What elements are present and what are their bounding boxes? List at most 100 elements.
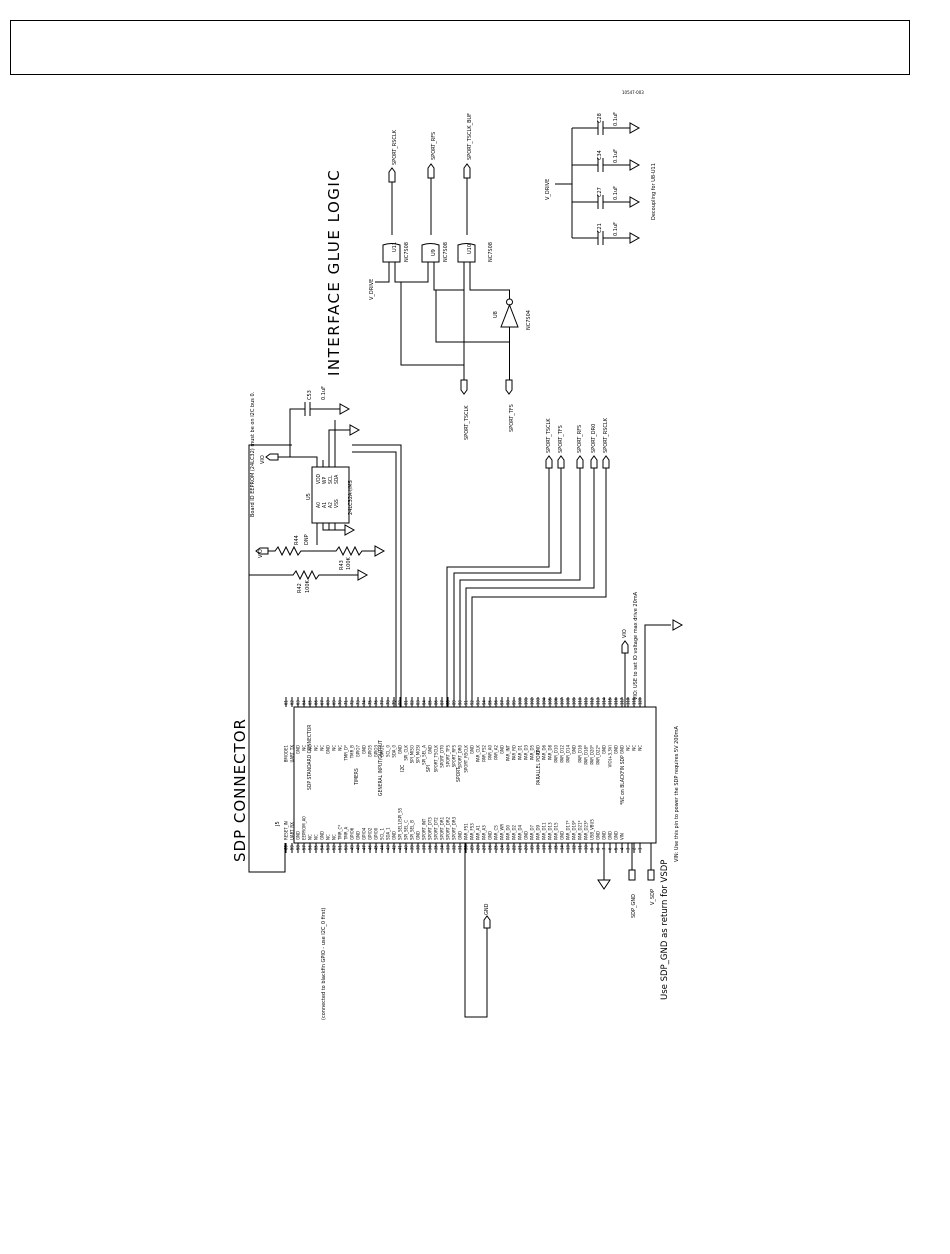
j5-pin-number: 79 [392,700,397,705]
j5-pin-number: 72 [350,700,355,705]
j5-pin-name: PAR_D2 [512,824,518,840]
j5-pin-number: 48 [356,845,361,850]
glue-logic-wiring [375,270,510,380]
j5-pin-number: 103 [536,697,541,705]
j5-pin-number: 57 [302,845,307,850]
j5-pin-name: NC [638,745,644,751]
resistor-r44: VIO R44 DNP [255,534,317,558]
j5-pin-number: 26 [488,845,493,850]
j5-pin-name: PAR_INT [506,744,512,761]
j5-pin-number: 107 [560,697,565,705]
blackfin-gpio-note: (connected to blackfin GPIO - use I2C_0 … [321,908,327,1020]
j5-pin-name: GND [602,831,608,840]
j5-pin-number: 39 [410,845,415,850]
j5-pin-number: 70 [338,700,343,705]
j5-pin-number: 35 [434,845,439,850]
svg-text:SPORT_RFS: SPORT_RFS [577,425,583,453]
j5-pin-number: 49 [350,845,355,850]
j5-pin-name: GPIO7 [356,745,362,758]
j5-pin-number: 18 [536,845,541,850]
j5-left-pins: 60RESET_IN59UART_RX58GND57EEPROM_A056NC5… [284,807,643,853]
svg-text:SCL: SCL [328,475,334,484]
j5-pin-name: NC [320,745,326,751]
j5-pin-number: 9 [590,847,595,850]
j5-pin-number: 80 [398,700,403,705]
j5-pin-number: 108 [566,697,571,705]
j5-pin-name: PAR_D11 [542,822,548,840]
j5-pin-number: 8 [596,847,601,850]
j5-pin-name: GND [596,831,602,840]
j5-pin-name: GND [356,831,362,840]
group-gpio: GENERAL INPUT/OUTPUT [378,740,384,796]
j5-pin-number: 101 [524,697,529,705]
j5-pin-number: 12 [572,845,577,850]
j5-pin-name: GPIO1 [380,745,386,758]
j5-pin-number: 67 [320,700,325,705]
j5-pin-number: 100 [518,697,523,705]
group-spi: SPI [426,765,432,772]
ground-symbol [672,619,684,631]
j5-pin-number: 27 [482,845,487,850]
j5-pin-name: PAR_D15 [554,822,560,840]
j5-pin-number: 93 [476,700,481,705]
svg-text:C27: C27 [597,187,603,197]
vio-port-eeprom: VIO [260,453,279,464]
j5-pin-number: 3 [626,847,631,850]
j5-ref: J5 [275,821,281,827]
j5-pin-name: PAR_WR [500,824,506,840]
j5-pin-name: GPIO4 [362,827,368,840]
j5-pin-number: 113 [596,697,601,705]
glue-logic-title: INTERFACE GLUE LOGIC [325,169,343,376]
svg-text:SPORT_RSCLK: SPORT_RSCLK [603,417,609,453]
j5-pin-name: SPORT_DT3 [428,817,434,840]
j5-pin-number: 47 [362,845,367,850]
j5-pin-47: 47 GPIO4 [362,827,368,853]
inverter-u8: U8 NC7S04 [493,298,532,342]
j5-pin-name: GPIO3 [374,745,380,758]
j5-pin-name: PAR_D1 [518,745,524,761]
j5-pin-number: 5 [614,847,619,850]
v-drive-label-decoupling: V_DRIVE [545,179,551,200]
j5-pin-name: SPI_CLK [404,745,410,761]
j5-pin-name: GPIO5 [368,745,374,758]
j5-pin-number: 74 [362,700,367,705]
j5-pin-name: PAR_FS1 [464,823,470,840]
j5-pin-name: GND [572,745,578,754]
j5-pin-name: TMR_C* [338,825,344,841]
j5-pin-name: NC [314,745,320,751]
j5-pin-name: PAR_D7 [530,824,536,840]
j5-pin-name: GND [296,745,302,754]
j5-pin-name: USB_VBUS [590,819,596,840]
j5-pin-number: 43 [386,845,391,850]
and-gate-u11: U11 NC7S08 [382,182,410,270]
j5-pin-name: SCL_1 [380,828,386,840]
